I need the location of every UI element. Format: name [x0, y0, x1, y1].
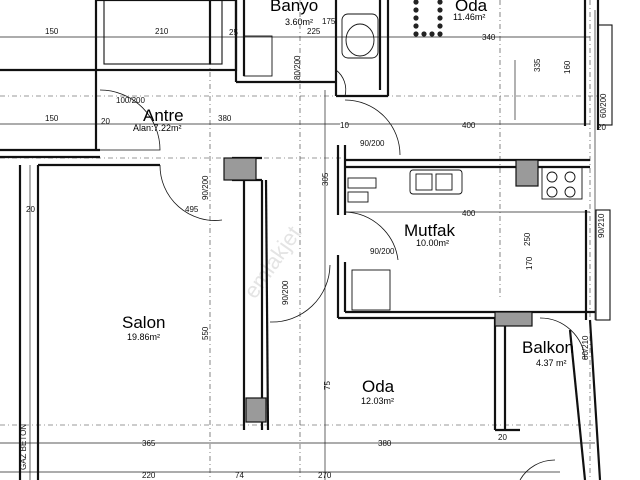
dim-250: 250: [523, 232, 532, 246]
dim-305: 305: [321, 172, 330, 186]
dim-100-200: 100/200: [116, 96, 145, 105]
dim-20-b: 20: [26, 205, 35, 214]
dim-20-d: 20: [498, 433, 507, 442]
dim-335: 335: [533, 58, 542, 72]
dim-90-200-d: 90/200: [370, 247, 395, 256]
dim-90-210: 90/210: [597, 213, 606, 238]
dim-175: 175: [322, 17, 336, 26]
room-area-oda-top: 11.46m²: [453, 12, 485, 22]
room-labels: Banyo 3.60m² Oda 11.46m² Antre Alan:7.22…: [122, 0, 574, 406]
dim-160: 160: [563, 60, 572, 74]
axis-lines: [0, 0, 600, 480]
dim-80-200: 80/200: [293, 55, 302, 80]
room-name-oda-top: Oda: [455, 0, 488, 15]
door-swings: [99, 69, 586, 480]
dim-20-c: 20: [597, 123, 606, 132]
dim-75: 75: [323, 381, 332, 390]
room-name-banyo: Banyo: [270, 0, 318, 15]
dim-400-mid: 400: [462, 209, 476, 218]
dim-380-bottom: 380: [378, 439, 392, 448]
room-area-balkon: 4.37 m²: [536, 358, 567, 368]
dim-550: 550: [201, 326, 210, 340]
dim-80-210: 80/210: [581, 335, 590, 360]
dim-170: 170: [525, 256, 534, 270]
dim-150-mid: 150: [45, 114, 59, 123]
dim-90-200-b: 90/200: [281, 280, 290, 305]
room-name-balkon: Balkon: [522, 338, 574, 357]
room-area-mutfak: 10.00m²: [416, 238, 449, 248]
walls: [0, 0, 613, 480]
dim-495: 495: [185, 205, 199, 214]
dimension-lines: [0, 10, 596, 480]
room-name-antre: Antre: [143, 106, 184, 125]
dim-400-top: 400: [462, 121, 476, 130]
watermark: emlakjet: [239, 221, 306, 302]
dim-150-top: 150: [45, 27, 59, 36]
dim-90-200-a: 90/200: [201, 175, 210, 200]
dim-90-200-c: 90/200: [360, 139, 385, 148]
dim-380: 380: [218, 114, 232, 123]
room-name-salon: Salon: [122, 313, 165, 332]
dim-20-a: 20: [101, 117, 110, 126]
fixtures: [243, 0, 583, 311]
room-name-mutfak: Mutfak: [404, 221, 456, 240]
dim-25: 25: [229, 28, 238, 37]
room-area-banyo: 3.60m²: [285, 17, 313, 27]
dim-210: 210: [155, 27, 169, 36]
columns: [223, 157, 539, 423]
room-area-salon: 19.86m²: [127, 332, 160, 342]
dimension-texts: 150 210 225 175 340 150 380 400 400 365 …: [26, 17, 608, 480]
room-area-antre: Alan:7.22m²: [133, 123, 182, 133]
room-name-oda-bottom: Oda: [362, 377, 395, 396]
dim-60-200: 60/200: [599, 93, 608, 118]
room-area-oda-bottom: 12.03m²: [361, 396, 394, 406]
dim-340: 340: [482, 33, 496, 42]
dim-365: 365: [142, 439, 156, 448]
dim-10: 10: [340, 121, 349, 130]
dim-74: 74: [235, 471, 244, 480]
dim-220: 220: [142, 471, 156, 480]
dim-225: 225: [307, 27, 321, 36]
dim-270: 270: [318, 471, 332, 480]
side-label-gaz-beton: GAZ BETON: [19, 424, 28, 470]
